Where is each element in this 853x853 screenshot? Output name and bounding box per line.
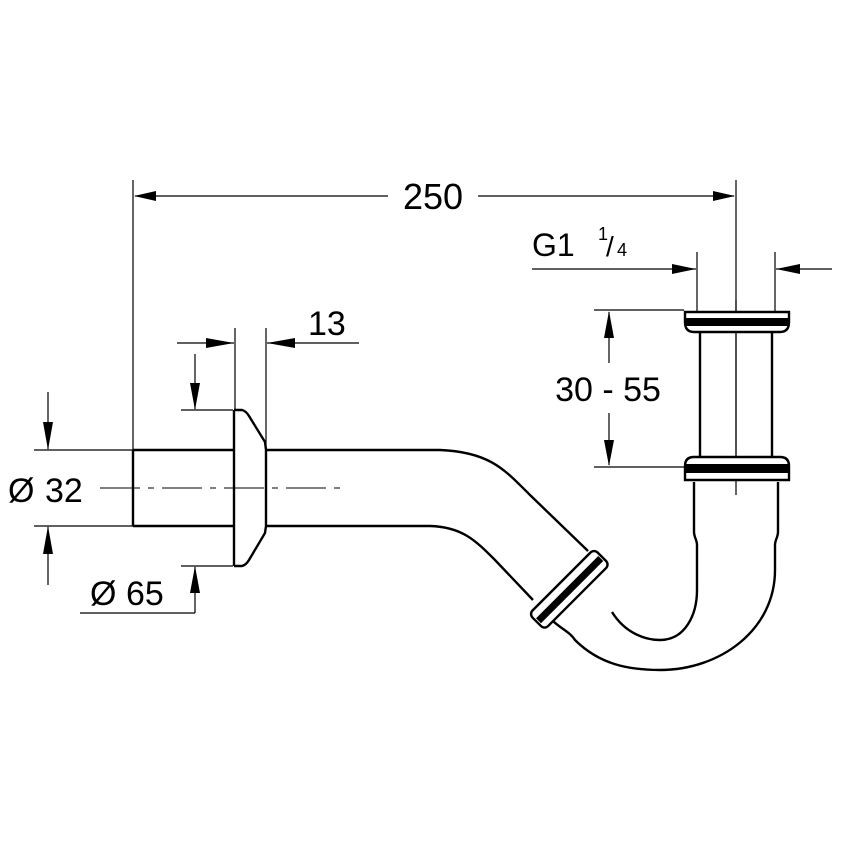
trap-pipe [100, 300, 791, 672]
dimension-flange-thickness: 13 [177, 305, 359, 448]
dimension-height-range: 30 - 55 [555, 309, 684, 468]
pipe-diameter-value: 32 [45, 472, 83, 510]
thread-size-numerator: 1 [598, 224, 608, 244]
pipe-diameter-symbol: Ø [8, 472, 34, 510]
thread-size-slash: / [606, 231, 614, 262]
overall-length-label: 250 [403, 176, 463, 217]
angled-union-ring [529, 549, 609, 629]
flange-thickness-label: 13 [308, 305, 346, 343]
top-union-ring [683, 310, 791, 334]
lower-union-ring [683, 455, 791, 482]
thread-size-main: G1 [532, 227, 575, 263]
dimension-thread-size: G1 1 / 4 [532, 224, 832, 312]
dimension-flange-diameter: Ø 65 [80, 354, 233, 614]
flange-diameter-value: 65 [126, 575, 164, 613]
dimension-pipe-diameter: Ø 32 [8, 392, 133, 585]
flange-diameter-symbol: Ø [90, 575, 116, 613]
height-range-label: 30 - 55 [555, 371, 661, 409]
thread-size-denominator: 4 [617, 240, 627, 260]
dimension-overall-length: 250 [132, 176, 737, 525]
